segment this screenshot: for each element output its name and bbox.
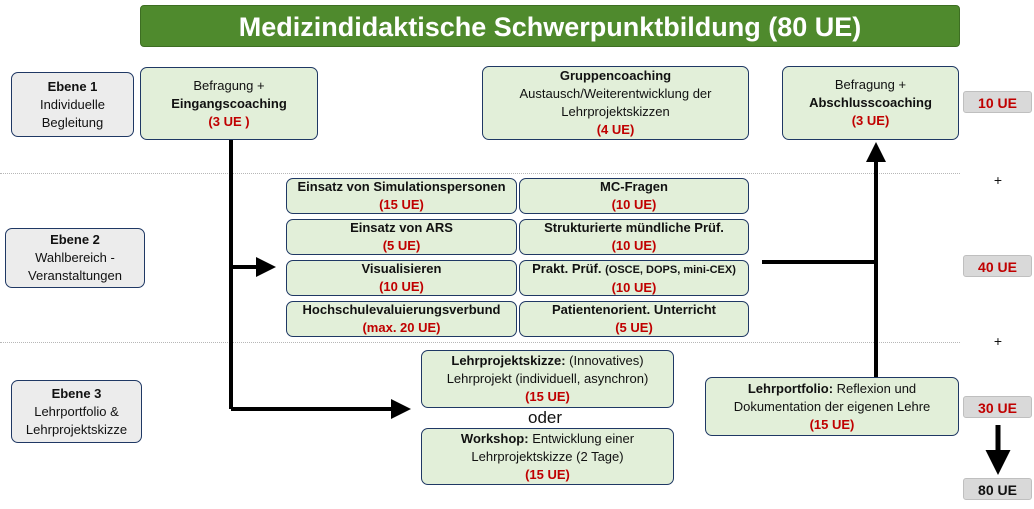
box-line-bold: Workshop: bbox=[460, 430, 529, 446]
workshop-box: Workshop: Entwicklung einer Lehrprojekts… bbox=[421, 428, 674, 485]
level-desc: Begleitung bbox=[41, 114, 104, 130]
eingangscoaching-box: Befragung + Eingangscoaching (3 UE ) bbox=[140, 67, 318, 140]
box-line-bold: Lehrportfolio: bbox=[747, 380, 834, 396]
box-line: Gruppencoaching bbox=[559, 68, 672, 83]
course-label: Prakt. Prüf. (OSCE, DOPS, mini-CEX) bbox=[520, 260, 748, 279]
gruppencoaching-box: Gruppencoaching Austausch/Weiterentwickl… bbox=[482, 66, 749, 140]
plus-sign: + bbox=[993, 172, 1003, 188]
lehrprojektskizze-box: Lehrprojektskizze: (Innovatives) Lehrpro… bbox=[421, 350, 674, 408]
ue-value: (10 UE) bbox=[611, 279, 657, 295]
ue-value: (5 UE) bbox=[615, 320, 653, 335]
box-line: Abschlusscoaching bbox=[809, 95, 932, 110]
lehrportfolio-box: Lehrportfolio: Reflexion und Dokumentati… bbox=[705, 377, 959, 436]
ue-value: (10 UE) bbox=[379, 279, 424, 294]
course-label: Einsatz von Simulationspersonen bbox=[297, 179, 506, 194]
level-desc: Individuelle bbox=[39, 96, 106, 112]
course-box-evaluierungsverbund: Hochschulevaluierungsverbund (max. 20 UE… bbox=[286, 301, 517, 337]
total-ebene2: 40 UE bbox=[963, 255, 1032, 277]
course-label: Einsatz von ARS bbox=[350, 220, 453, 235]
level-2-box: Ebene 2 Wahlbereich - Veranstaltungen bbox=[5, 228, 145, 288]
box-line: Befragung + bbox=[193, 77, 265, 93]
box-line: Lehrprojekt (individuell, asynchron) bbox=[446, 371, 649, 386]
box-line: Lehrportfolio: Reflexion und bbox=[706, 380, 958, 398]
plus-sign: + bbox=[993, 333, 1003, 349]
ue-value: (15 UE) bbox=[809, 416, 855, 432]
course-box-prakt-pruef: Prakt. Prüf. (OSCE, DOPS, mini-CEX) (10 … bbox=[519, 260, 749, 296]
ue-value: (max. 20 UE) bbox=[362, 320, 441, 335]
total-overall: 80 UE bbox=[963, 478, 1032, 500]
box-line-rest: (Innovatives) bbox=[565, 353, 644, 368]
box-line: Lehrprojektskizzen bbox=[561, 104, 670, 119]
box-line: Lehrprojektskizze (2 Tage) bbox=[471, 448, 624, 464]
course-box-visualisieren: Visualisieren (10 UE) bbox=[286, 260, 517, 296]
course-box-patientenorient: Patientenorient. Unterricht (5 UE) bbox=[519, 301, 749, 337]
ue-value: (5 UE) bbox=[382, 238, 421, 253]
ue-value: (10 UE) bbox=[611, 197, 657, 212]
ue-value: (3 UE) bbox=[851, 113, 890, 128]
total-ebene1: 10 UE bbox=[963, 91, 1032, 113]
course-box-mc-fragen: MC-Fragen (10 UE) bbox=[519, 178, 749, 214]
box-line-rest: Entwicklung einer bbox=[528, 430, 635, 446]
level-desc: Veranstaltungen bbox=[28, 268, 122, 283]
ue-value: (15 UE) bbox=[525, 389, 570, 404]
box-line: Austausch/Weiterentwicklung der bbox=[519, 86, 712, 101]
box-line: Lehrprojektskizze: (Innovatives) bbox=[422, 352, 673, 370]
box-line-rest: Reflexion und bbox=[833, 380, 917, 396]
box-line-bold: Lehrprojektskizze: bbox=[451, 353, 566, 368]
course-label: Visualisieren bbox=[361, 261, 442, 276]
level-name: Ebene 1 bbox=[47, 78, 98, 94]
level-desc: Wahlbereich - bbox=[35, 250, 115, 265]
level-name: Ebene 2 bbox=[50, 232, 100, 247]
level-1-box: Ebene 1 Individuelle Begleitung bbox=[11, 72, 134, 137]
level-desc: Lehrprojektskizze bbox=[25, 421, 128, 437]
abschlusscoaching-box: Befragung + Abschlusscoaching (3 UE) bbox=[782, 66, 959, 140]
box-line: Befragung + bbox=[834, 77, 907, 92]
level-3-box: Ebene 3 Lehrportfolio & Lehrprojektskizz… bbox=[11, 380, 142, 443]
ue-value: (10 UE) bbox=[611, 238, 657, 253]
level-name: Ebene 3 bbox=[51, 385, 102, 401]
course-box-simulationspersonen: Einsatz von Simulationspersonen (15 UE) bbox=[286, 178, 517, 214]
course-label-detail: (OSCE, DOPS, mini-CEX) bbox=[605, 263, 736, 276]
course-label: Strukturierte mündliche Prüf. bbox=[544, 220, 724, 235]
separator-line bbox=[0, 173, 960, 174]
ue-value: (15 UE) bbox=[379, 197, 424, 212]
ue-value: (3 UE ) bbox=[208, 113, 250, 129]
course-label-main: Prakt. Prüf. bbox=[532, 260, 602, 276]
course-box-ars: Einsatz von ARS (5 UE) bbox=[286, 219, 517, 255]
box-line: Dokumentation der eigenen Lehre bbox=[733, 398, 931, 414]
oder-label: oder bbox=[527, 408, 563, 427]
box-line: Eingangscoaching bbox=[171, 95, 287, 111]
box-line: Workshop: Entwicklung einer bbox=[422, 430, 673, 448]
course-label: MC-Fragen bbox=[600, 179, 668, 194]
separator-line bbox=[0, 342, 960, 343]
course-label: Hochschulevaluierungsverbund bbox=[302, 302, 501, 317]
ue-value: (4 UE) bbox=[596, 122, 635, 137]
diagram-title: Medizindidaktische Schwerpunktbildung (8… bbox=[140, 5, 960, 47]
total-ebene3: 30 UE bbox=[963, 396, 1032, 418]
level-desc: Lehrportfolio & bbox=[34, 403, 119, 419]
ue-value: (15 UE) bbox=[525, 466, 570, 482]
course-label: Patientenorient. Unterricht bbox=[552, 302, 716, 317]
course-box-muendliche-pruef: Strukturierte mündliche Prüf. (10 UE) bbox=[519, 219, 749, 255]
